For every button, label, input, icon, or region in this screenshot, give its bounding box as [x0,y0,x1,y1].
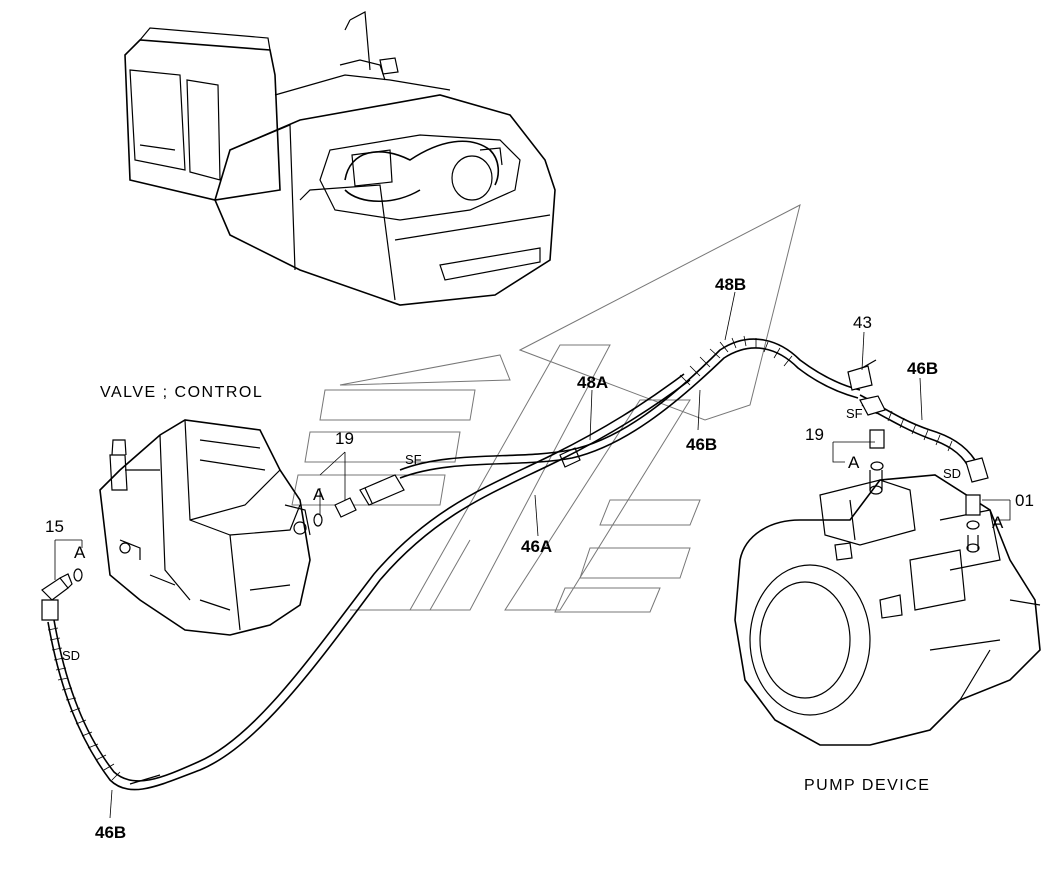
part-label-15: 15 [45,517,64,536]
pump-device-illustration [734,470,1041,746]
part-label-46b-middle: 46B [686,435,717,454]
part-label-01: 01 [1015,491,1034,510]
leader-lines [54,291,1011,819]
code-label-sd-left: SD [62,648,80,663]
code-label-a-right-19: A [848,453,860,472]
fittings [41,359,989,621]
part-label-46b-bottom: 46B [95,823,126,842]
code-label-a-left-15: A [74,543,86,562]
part-label-19-right: 19 [805,425,824,444]
hoses [47,335,976,791]
valve-control-title: VALVE ; CONTROL [100,384,263,401]
part-label-43: 43 [853,313,872,332]
code-label-sd-right: SD [943,466,961,481]
control-valve-illustration [99,419,311,636]
part-label-46a: 46A [521,537,552,556]
code-label-sf-right: SF [846,406,863,421]
watermark [291,204,801,613]
part-label-46b-right: 46B [907,359,938,378]
code-label-a-right-01: A [992,513,1004,532]
part-label-48a: 48A [577,373,608,392]
code-label-a-left-19: A [313,485,325,504]
pump-device-title: PUMP DEVICE [804,777,930,794]
part-label-48b: 48B [715,275,746,294]
code-label-sf-left: SF [405,452,422,467]
part-label-19-left: 19 [335,429,354,448]
excavator-illustration [124,11,556,306]
